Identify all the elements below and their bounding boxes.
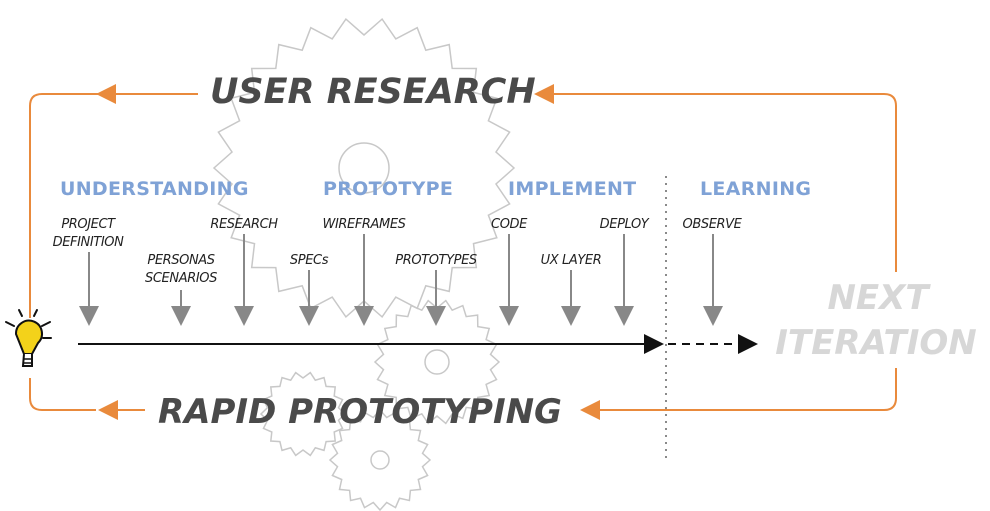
gear-icon [212,17,516,511]
next-iteration-line2: ITERATION [775,323,977,363]
rapid-prototyping-title: RAPID PROTOTYPING [158,392,562,432]
next-iteration-line1: NEXT [827,278,931,318]
task-project-line2: DEFINITION [53,235,125,250]
task-labels: PROJECT DEFINITION PERSONAS SCENARIOS RE… [53,217,743,286]
task-research: RESEARCH [210,217,278,232]
task-ux-layer: UX LAYER [541,253,602,268]
task-project-line1: PROJECT [61,217,116,232]
task-deploy: DEPLOY [600,217,650,232]
task-wireframes: WIREFRAMES [322,217,405,232]
loop-arrow-top-right [534,84,897,272]
task-specs: SPECs [290,253,329,268]
phase-learning: LEARNING [700,178,811,200]
phase-prototype: PROTOTYPE [323,178,453,200]
iteration-loop [29,84,897,420]
loop-line-left-top [29,93,104,318]
task-personas-line1: PERSONAS [147,253,214,268]
task-prototypes: PROTOTYPES [395,253,477,268]
phase-understanding: UNDERSTANDING [60,178,249,200]
phase-implement: IMPLEMENT [508,178,636,200]
task-observe: OBSERVE [683,217,743,232]
loop-line-left-bottom [29,378,96,411]
task-code: CODE [491,217,528,232]
lightbulb-icon [5,309,52,367]
task-arrows [79,234,723,326]
user-research-title: USER RESEARCH [210,72,536,112]
task-personas-line2: SCENARIOS [145,271,217,286]
loop-arrow-bottom-right [580,368,897,420]
